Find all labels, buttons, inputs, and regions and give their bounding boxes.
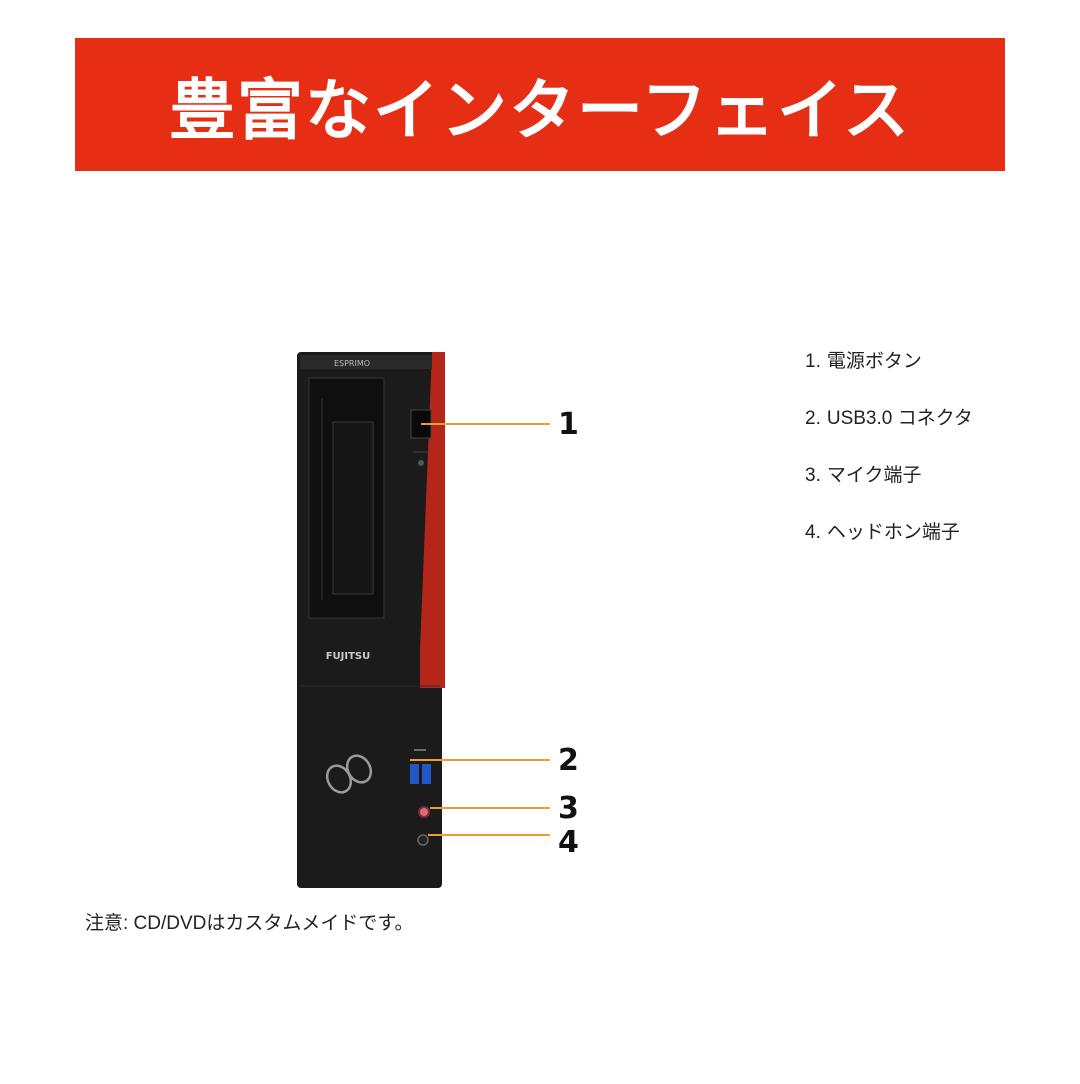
title-banner: 豊富なインターフェイス <box>75 38 1005 171</box>
legend-num: 1. <box>805 351 821 372</box>
usb-port-2-icon <box>422 764 431 784</box>
usb-port-1-icon <box>410 764 419 784</box>
port-legend: 1.電源ボタン 2.USB3.0 コネクタ 3.マイク端子 4.ヘッドホン端子 <box>805 350 973 578</box>
legend-label: ヘッドホン端子 <box>826 522 960 543</box>
drive-bay-door <box>332 421 374 595</box>
callout-number-1: 1 <box>558 407 579 442</box>
legend-item: 1.電源ボタン <box>805 350 973 407</box>
red-accent-stripe <box>420 352 445 688</box>
mic-jack-icon <box>418 806 430 818</box>
model-label: ESPRIMO <box>334 359 370 368</box>
headphone-jack-icon <box>417 834 429 846</box>
legend-item: 2.USB3.0 コネクタ <box>805 407 973 464</box>
legend-label: 電源ボタン <box>826 351 922 372</box>
legend-num: 4. <box>805 522 821 543</box>
brand-label: FUJITSU <box>326 651 371 662</box>
legend-item: 4.ヘッドホン端子 <box>805 521 973 578</box>
legend-item: 3.マイク端子 <box>805 464 973 521</box>
legend-num: 3. <box>805 465 821 486</box>
legend-num: 2. <box>805 408 821 429</box>
legend-label: USB3.0 コネクタ <box>826 408 973 429</box>
banner-title: 豊富なインターフェイス <box>168 71 912 149</box>
custom-made-note: 注意: CD/DVDはカスタムメイドです。 <box>85 913 414 934</box>
logo-right-ring <box>345 754 373 784</box>
callout-number-2: 2 <box>558 743 579 778</box>
callout-number-4: 4 <box>558 825 579 860</box>
top-bezel <box>300 355 432 369</box>
power-led-icon <box>418 460 424 466</box>
callout-number-3: 3 <box>558 791 579 826</box>
legend-label: マイク端子 <box>826 465 922 486</box>
